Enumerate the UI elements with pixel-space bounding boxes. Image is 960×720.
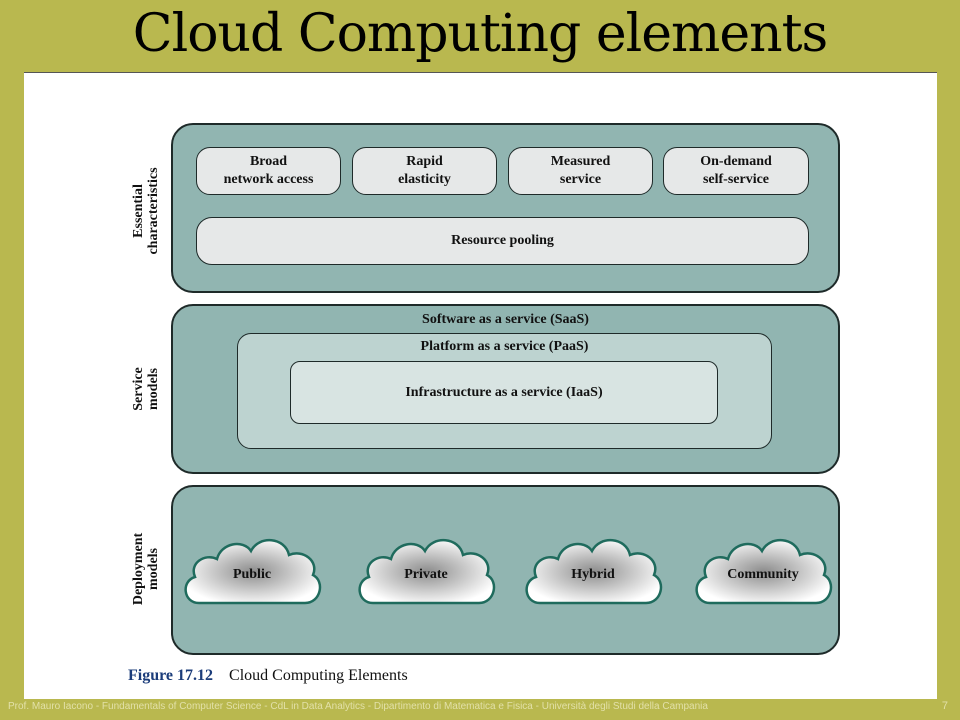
paas-box: Platform as a service (PaaS) Infrastruct…: [237, 333, 772, 449]
slide-footer: Prof. Mauro Iacono - Fundamentals of Com…: [8, 701, 708, 712]
service-models-label: Service models: [131, 354, 163, 424]
deployment-models-section: Public Private: [171, 485, 840, 655]
cloud-private: Private: [353, 527, 499, 617]
characteristic-line2: elasticity: [398, 172, 451, 187]
deployment-label-line2: models: [146, 548, 161, 590]
service-label-line1: Service: [131, 367, 146, 411]
characteristic-line1: On-demand: [700, 154, 772, 169]
figure-caption-text: Cloud Computing Elements: [229, 667, 408, 684]
cloud-hybrid: Hybrid: [520, 527, 666, 617]
essential-characteristics-section: Broad network access Rapid elasticity Meas…: [171, 123, 840, 293]
paas-label: Platform as a service (PaaS): [420, 339, 589, 354]
slide-title: Cloud Computing elements: [132, 4, 828, 64]
iaas-box: Infrastructure as a service (IaaS): [290, 361, 718, 424]
cloud-label: Hybrid: [571, 567, 615, 582]
cloud-public: Public: [179, 527, 325, 617]
essential-label-line2: characteristics: [146, 167, 161, 255]
resource-pooling: Resource pooling: [196, 217, 809, 265]
figure-panel: Essential characteristics Broad network a…: [24, 72, 937, 699]
characteristic-measured-service: Measured service: [508, 147, 653, 195]
deployment-models-label: Deployment models: [131, 524, 163, 614]
cloud-icon: [695, 539, 833, 605]
figure-number: Figure 17.12: [128, 667, 214, 684]
cloud-label: Private: [404, 567, 448, 582]
page-number: 7: [941, 700, 948, 712]
characteristic-line1: Measured: [550, 154, 611, 169]
cloud-icon: [525, 539, 663, 605]
deployment-label-line1: Deployment: [131, 532, 146, 606]
cloud-icon: [358, 539, 496, 605]
service-models-section: Software as a service (SaaS) Platform as…: [171, 304, 840, 474]
characteristic-on-demand-self-service: On-demand self-service: [663, 147, 809, 195]
characteristic-line2: service: [559, 172, 602, 187]
saas-label: Software as a service (SaaS): [422, 312, 589, 327]
cloud-label: Public: [232, 567, 272, 582]
cloud-icon: [184, 539, 322, 605]
characteristic-line1: Rapid: [406, 154, 443, 169]
characteristic-line1: Broad: [249, 154, 288, 169]
cloud-community: Community: [690, 527, 836, 617]
essential-label-line1: Essential: [131, 184, 146, 238]
service-label-line2: models: [146, 368, 161, 410]
characteristic-broad-network-access: Broad network access: [196, 147, 341, 195]
characteristic-rapid-elasticity: Rapid elasticity: [352, 147, 497, 195]
cloud-label: Community: [727, 567, 799, 582]
figure-caption: Figure 17.12 Cloud Computing Elements: [128, 667, 408, 685]
essential-characteristics-label: Essential characteristics: [131, 146, 163, 276]
characteristic-line2: self-service: [702, 172, 770, 187]
characteristic-line2: network access: [223, 172, 314, 187]
